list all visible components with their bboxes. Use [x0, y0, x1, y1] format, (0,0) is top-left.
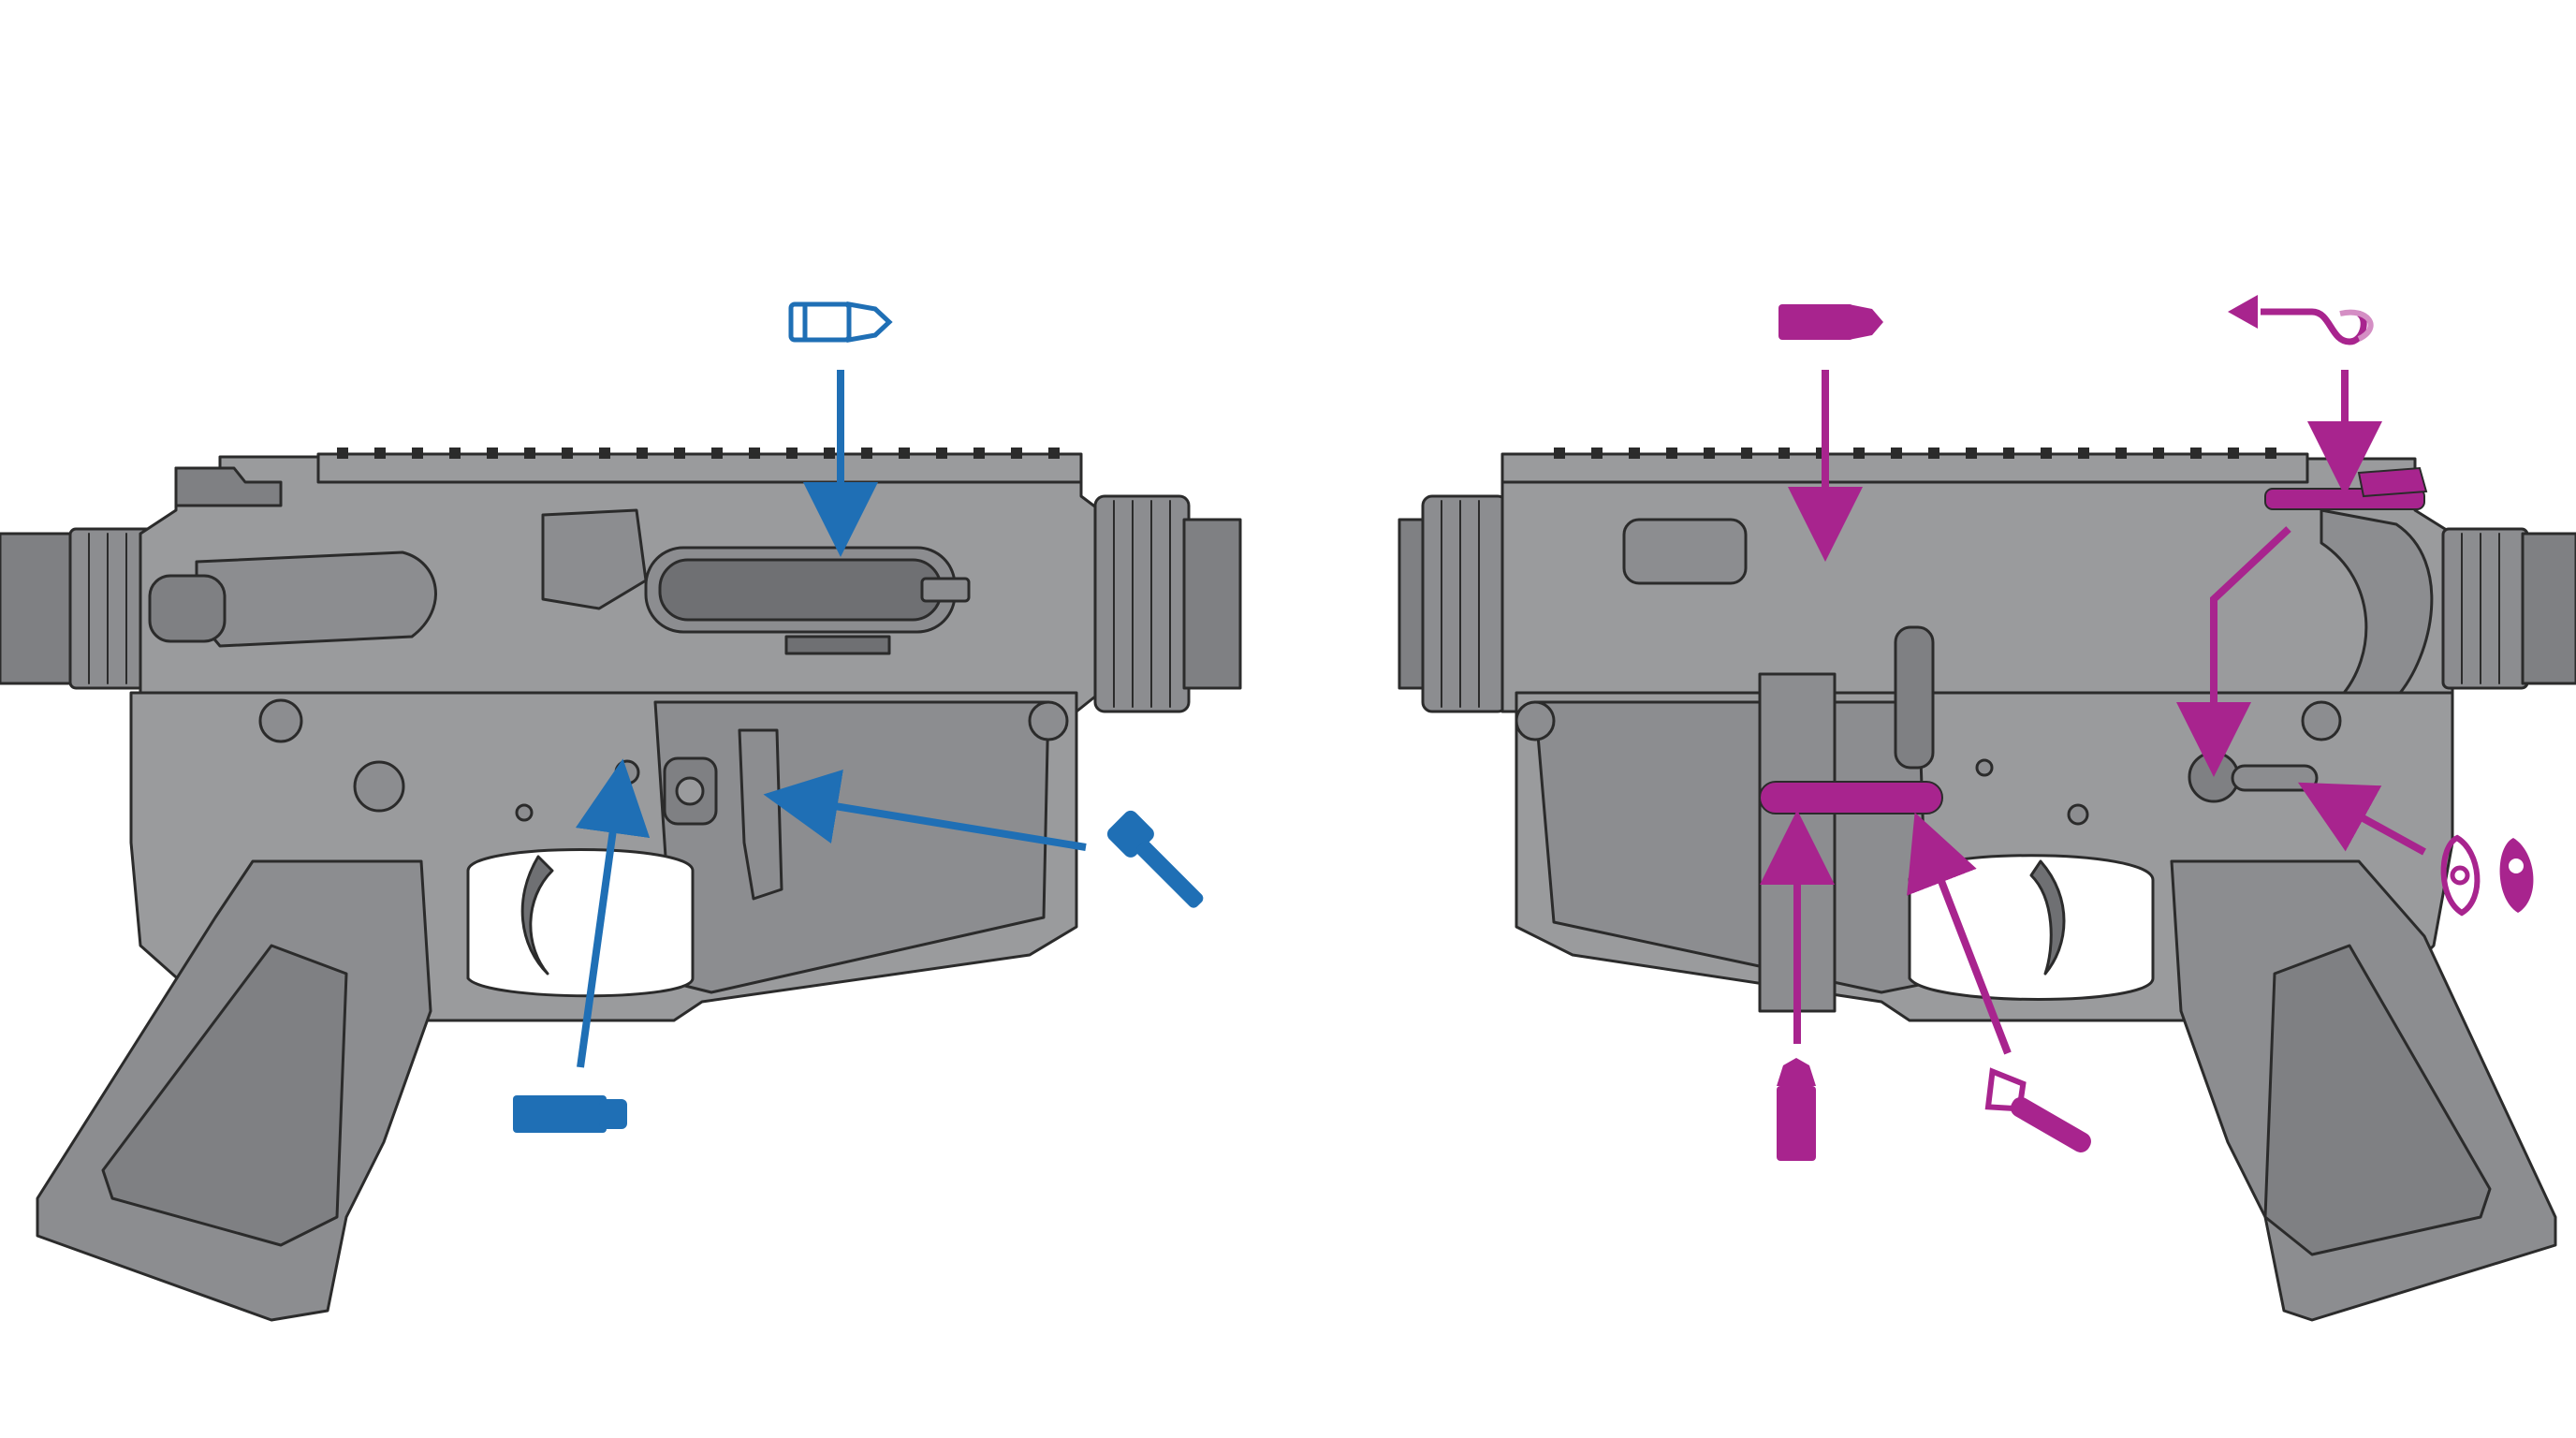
pivot-pin [258, 698, 303, 743]
safety-selector [2188, 751, 2240, 803]
cartridge-upright-icon [1777, 1058, 1816, 1161]
cartridge-icon [1778, 304, 1883, 340]
charging-handle-knob [148, 574, 227, 643]
ejection-port-cartridge [920, 577, 971, 603]
lever-icon [1984, 1067, 2091, 1152]
magazine-release [1759, 781, 1943, 814]
takedown-pin [2301, 700, 2342, 741]
rail-slots [1554, 448, 2276, 459]
trigger-guard [466, 848, 695, 998]
trigger [2029, 859, 2066, 976]
barrel-nut [1093, 494, 1191, 713]
pistol-grip-panel [101, 944, 348, 1247]
ejection-port-window [658, 558, 943, 622]
hammer-pin [1975, 758, 1994, 777]
barrel-nut-ridges [1113, 500, 1171, 708]
forward-assist-housing [541, 508, 648, 610]
hammer-pin [515, 803, 534, 822]
arrow-to-magazine-release [575, 758, 651, 1068]
charging-handle-body [195, 550, 437, 648]
cartridge-outline-icon [788, 301, 893, 343]
safety-selector-lever [2231, 764, 2319, 792]
picatinny-rail [1500, 452, 2309, 484]
bolt-catch-lever [1894, 625, 1935, 770]
arrow-to-bolt-catch-lever [1907, 812, 2012, 1055]
picatinny-rail [316, 452, 1083, 484]
forward-assist-area [1622, 518, 1748, 585]
right-callouts [1760, 295, 2534, 1161]
arrow-to-bolt-catch [763, 769, 1087, 851]
buffer-tube [2521, 532, 2576, 685]
castle-nut-ridges [88, 533, 127, 684]
barrel-nut [1421, 494, 1509, 713]
rail-slots [337, 448, 1060, 459]
takedown-pin [353, 760, 405, 813]
ambidextrous-latch-icon [2228, 295, 2374, 345]
castle-nut-ridges [2461, 533, 2500, 684]
pistol-grip-panel [2263, 944, 2492, 1256]
spring [784, 635, 891, 655]
trigger-pin [2067, 803, 2089, 826]
arrow-to-safety-selector-from-latch [2176, 526, 2291, 777]
charging-handle-latch-tab [2357, 466, 2428, 498]
barrel [1182, 518, 1242, 690]
arrow-to-safety-selector [2297, 782, 2426, 856]
pivot-pin [1515, 700, 1556, 741]
magazine-release-center [675, 776, 705, 806]
charging-handle [174, 466, 283, 507]
pin-icon [513, 1095, 627, 1133]
selector-levers-icon [2440, 834, 2534, 917]
left-callouts [513, 301, 1204, 1133]
barrel-nut-ridges [1441, 500, 1480, 708]
left-view-receiver [0, 448, 1242, 1322]
right-view-receiver [1398, 448, 2576, 1322]
lower-pin-front [1028, 700, 1069, 741]
roll-pin-icon [1106, 810, 1204, 908]
buffer-tube-castle-nut [2441, 527, 2529, 690]
trigger-pin [614, 759, 640, 785]
trigger [520, 855, 554, 976]
buffer-tube [0, 532, 77, 685]
